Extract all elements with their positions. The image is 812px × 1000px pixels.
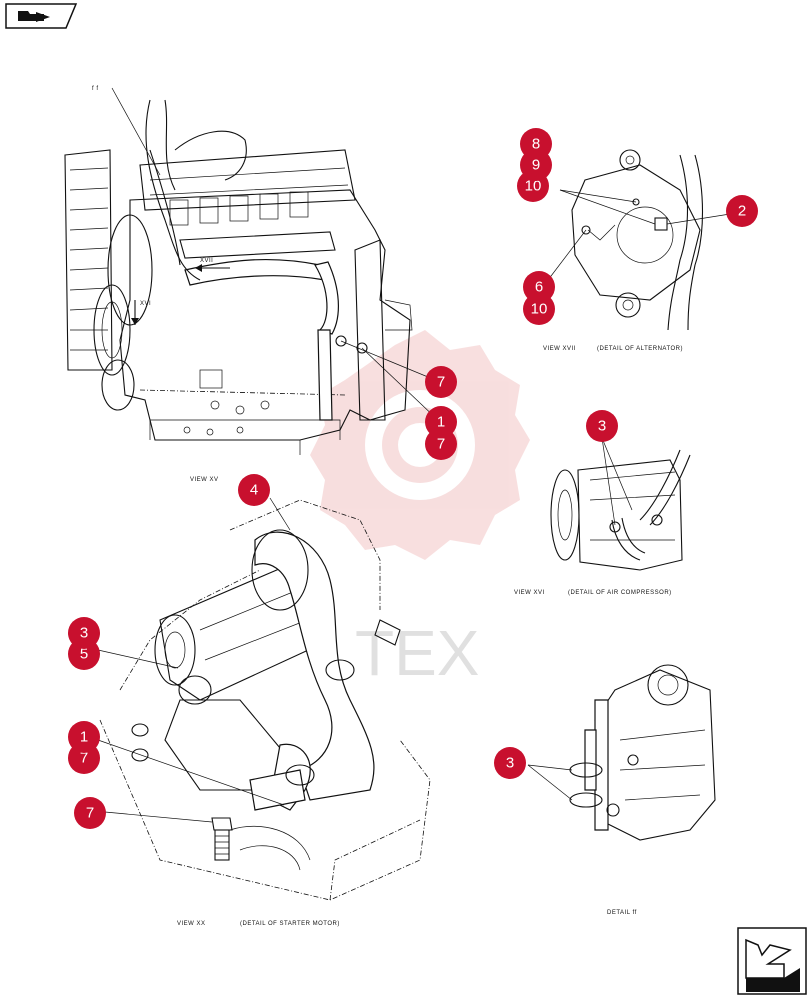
compressor-view: VIEW XVI (DETAIL OF AIR COMPRESSOR): [514, 437, 691, 596]
callout-10-alternator-bottom[interactable]: 10: [523, 293, 555, 325]
callout-3-compressor[interactable]: 3: [586, 410, 618, 442]
svg-text:8: 8: [532, 136, 540, 153]
svg-text:7: 7: [437, 374, 445, 391]
watermark-text: TEX: [355, 617, 479, 689]
svg-text:7: 7: [80, 750, 88, 767]
svg-text:1: 1: [437, 414, 445, 431]
svg-text:9: 9: [532, 157, 540, 174]
svg-text:7: 7: [437, 436, 445, 453]
callouts: 7 7 1 8 10 9 2 6: [68, 128, 758, 829]
starter-caption-view: VIEW XX: [177, 921, 206, 927]
book-arrow-icon[interactable]: [5, 3, 78, 29]
compressor-caption-view: VIEW XVI: [514, 590, 545, 596]
svg-text:5: 5: [80, 646, 88, 663]
alternator-caption-view: VIEW XVII: [543, 346, 576, 352]
callout-3-starter[interactable]: 3: [68, 617, 100, 649]
callout-6-alternator[interactable]: 6: [523, 271, 555, 303]
callout-1-starter[interactable]: 1: [68, 721, 100, 753]
compressor-caption-detail: (DETAIL OF AIR COMPRESSOR): [568, 590, 672, 596]
svg-text:3: 3: [80, 625, 88, 642]
svg-text:6: 6: [535, 279, 543, 296]
callout-7-main[interactable]: 7: [425, 366, 457, 398]
starter-caption-detail: (DETAIL OF STARTER MOTOR): [240, 921, 340, 927]
watermark-gear: [310, 330, 530, 560]
callout-3-detail-ff[interactable]: 3: [494, 747, 526, 779]
detail-ff-caption: DETAIL ff: [607, 910, 637, 916]
callout-4-starter[interactable]: 4: [238, 474, 270, 506]
view-marker-xvi: XVI: [140, 301, 151, 307]
svg-text:10: 10: [525, 178, 542, 195]
alternator-view: VIEW XVII (DETAIL OF ALTERNATOR): [543, 149, 731, 352]
svg-text:3: 3: [598, 418, 606, 435]
svg-text:4: 4: [250, 482, 258, 499]
svg-text:7: 7: [86, 805, 94, 822]
svg-text:2: 2: [738, 203, 746, 220]
svg-text:10: 10: [531, 301, 548, 318]
svg-text:1: 1: [80, 729, 88, 746]
alternator-caption-detail: (DETAIL OF ALTERNATOR): [597, 346, 683, 352]
engine-main-view: XVII XVI f f VIEW XV: [64, 86, 441, 483]
view-marker-ff: f f: [92, 86, 99, 92]
svg-text:3: 3: [506, 755, 514, 772]
callout-9-alternator[interactable]: 9: [520, 149, 552, 181]
callout-7-main-lower[interactable]: 7: [425, 428, 457, 460]
main-view-caption: VIEW XV: [190, 477, 219, 483]
callout-2-alternator[interactable]: 2: [726, 195, 758, 227]
callout-1-main[interactable]: 1: [425, 406, 457, 438]
starter-view: VIEW XX (DETAIL OF STARTER MOTOR): [97, 497, 431, 927]
callout-7-starter-bolt[interactable]: 7: [74, 797, 106, 829]
view-marker-xvii: XVII: [200, 258, 213, 264]
next-page-arrow-icon[interactable]: [737, 927, 807, 995]
detail-ff-view: DETAIL ff: [527, 664, 716, 916]
